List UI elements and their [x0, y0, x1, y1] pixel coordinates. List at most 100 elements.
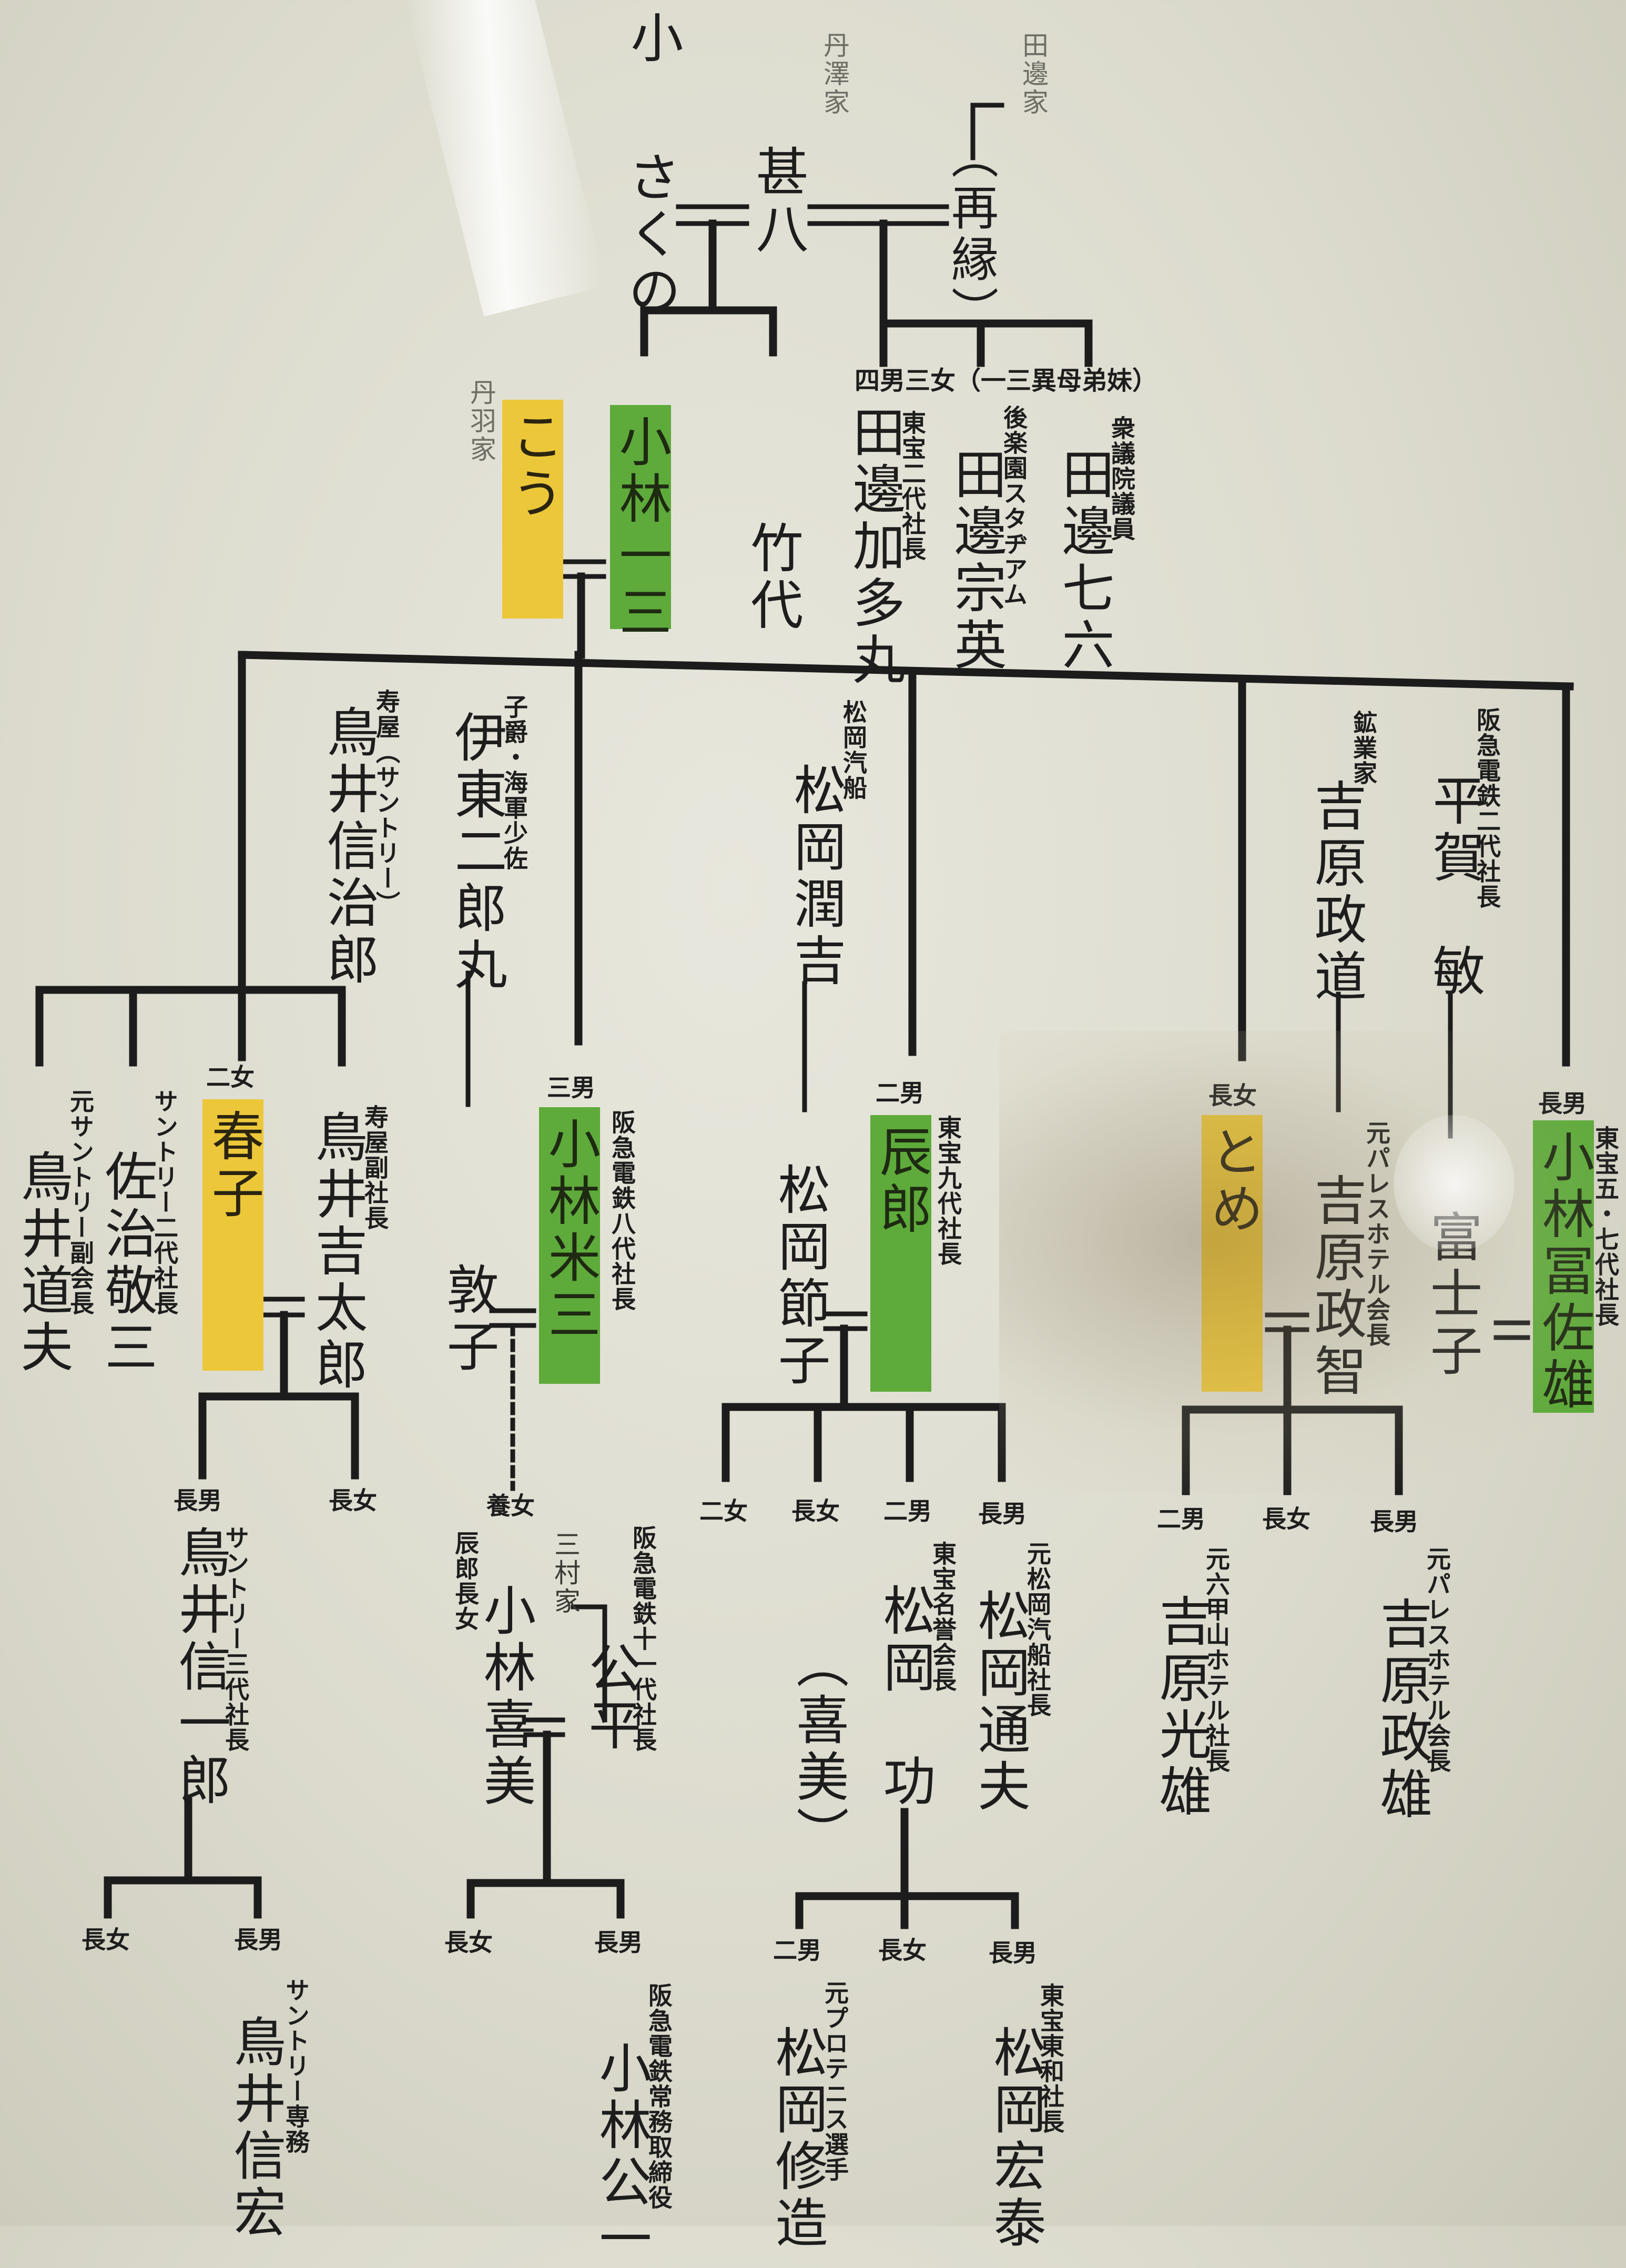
- label-eldest-son: 長男: [1538, 1089, 1587, 1118]
- label-eldest-son: 長男: [234, 1926, 282, 1954]
- person-ko: 小: [622, 11, 683, 67]
- person-matsuoka-michio: 松岡通夫: [969, 1588, 1030, 1816]
- sibling-bar: [238, 651, 1574, 691]
- label-eldest-son: 長男: [1370, 1507, 1418, 1536]
- label-second-son: 二男: [1157, 1505, 1205, 1533]
- label-eldest-daughter: 長女: [1262, 1505, 1310, 1533]
- title-former-suntory-vice-chair: 元サントリー副会長: [66, 1089, 95, 1316]
- title-toho-5th-7th-president: 東宝五・七代社長: [1591, 1126, 1620, 1328]
- label-eldest-daughter: 長女: [329, 1486, 377, 1515]
- title-kotobukiya-suntory: 寿屋（サントリー）: [372, 689, 401, 916]
- label-adopted-daughter: 養女: [486, 1492, 535, 1520]
- person-yoshihara-mitsuo: 吉原光雄: [1150, 1594, 1212, 1821]
- person-tatsuro: 辰郎: [870, 1115, 932, 1392]
- person-torii-shinjiro: 鳥井信治郎: [318, 705, 379, 989]
- person-tanabe-kataoka: 田邊加多丸: [844, 405, 905, 689]
- title-toho-9th-president: 東宝九代社長: [934, 1115, 962, 1267]
- remarriage-note: （再縁）: [943, 131, 998, 338]
- title-former-matsuoka-president: 元松岡汽船社長: [1023, 1541, 1052, 1718]
- person-matsuoka-isao: 松岡 功: [874, 1583, 936, 1810]
- person-torii-nobuhiro: 鳥井信宏: [225, 2014, 286, 2242]
- sibling-bar: [466, 1879, 625, 1919]
- title-suntory-exec: サントリー専務: [282, 1978, 310, 2154]
- title-matsuoka-steamship: 松岡汽船: [839, 700, 868, 801]
- label-eldest-daughter: 長女: [82, 1926, 130, 1954]
- person-tanabe-nanaroku: 田邊七六: [1053, 447, 1114, 674]
- title-toho-towa-president: 東宝東和社長: [1036, 1983, 1065, 2134]
- person-hiraga-satoshi: 平賀 敏: [1424, 773, 1485, 1000]
- person-tome: とめ: [1202, 1115, 1263, 1392]
- person-atsuko: 敦子: [438, 1262, 499, 1376]
- label-second-daughter: 二女: [206, 1063, 255, 1091]
- person-kohei: 公平: [580, 1641, 641, 1755]
- person-matsuoka-setsuko: 松岡節子: [769, 1162, 830, 1390]
- person-takeyo: 竹代: [741, 521, 803, 634]
- family-link: [571, 1604, 607, 1723]
- person-tanabe-soei: 田邊宗英: [945, 447, 1007, 674]
- title-suntory-2nd-president: サントリー二代社長: [150, 1089, 179, 1316]
- title-former-pro-tennis: 元プロテニス選手: [821, 1980, 849, 2182]
- title-hankyu-managing-director: 阪急電鉄常務取締役: [645, 1983, 673, 2210]
- label-eldest-daughter: 長女: [791, 1497, 840, 1525]
- note-tatsuro-eldest-daughter: 辰郎長女: [451, 1531, 480, 1632]
- person-matsuoka-junkichi: 松岡潤吉: [785, 763, 846, 990]
- title-viscount-navy: 子爵・海軍少佐: [500, 694, 529, 871]
- person-saji-keizo: 佐治敬三: [96, 1149, 157, 1376]
- label-eldest-son: 長男: [174, 1486, 222, 1515]
- half-siblings-label: 四男三女（一三異母弟妹）: [855, 366, 1158, 396]
- label-eldest-daughter: 長女: [1208, 1081, 1257, 1110]
- label-second-son: 二男: [876, 1079, 924, 1107]
- sibling-bar: [640, 306, 777, 357]
- title-rokko-hotel: 元六甲山ホテル社長: [1202, 1546, 1231, 1774]
- label-second-son: 二男: [883, 1497, 932, 1525]
- sibling-bar: [1182, 1405, 1403, 1495]
- title-toho-honorary-chair: 東宝名誉会長: [929, 1541, 957, 1693]
- person-ichizo: 小林一三: [610, 405, 672, 642]
- title-mining-family: 鉱業家: [1349, 710, 1378, 786]
- person-haruko: 春子: [202, 1099, 264, 1371]
- family-label-mimura: 三村家: [550, 1531, 581, 1616]
- family-label-tanzawa: 丹澤家: [819, 32, 850, 117]
- label-eldest-son: 長男: [978, 1500, 1027, 1528]
- title-hankyu-8th-president: 阪急電鉄八代社長: [608, 1110, 636, 1312]
- person-torii-shinichiro: 鳥井信一郎: [169, 1525, 231, 1809]
- person-tomisao: 小林冨佐雄: [1533, 1120, 1594, 1414]
- sibling-bar: [721, 1403, 1006, 1482]
- person-kou: こう: [502, 400, 564, 619]
- title-suntory-3rd-president: サントリー三代社長: [221, 1525, 250, 1753]
- person-yoshimi-paren: （喜美）: [787, 1636, 849, 1863]
- person-chohachi: 甚八: [747, 145, 808, 258]
- title-korakuen-stadium: 後楽園スタヂアム: [1000, 405, 1028, 607]
- person-ito-jiromaru: 伊東二郎丸: [445, 710, 507, 994]
- title-hankyu-2nd-president: 阪急電鉄二代社長: [1473, 707, 1501, 909]
- person-matsuoka-shuzo: 松岡修造: [766, 2025, 828, 2252]
- person-kobayashi-yoshimi: 小林喜美: [474, 1583, 536, 1810]
- person-fujiko: 富士子: [1421, 1210, 1482, 1380]
- sibling-bar: [104, 1876, 262, 1919]
- person-matsuoka-hiroyasu: 松岡宏泰: [984, 2025, 1046, 2252]
- title-hankyu-11th-president: 阪急電鉄十一代社長: [629, 1525, 657, 1753]
- family-label-tanabe: 田邊家: [1018, 32, 1049, 117]
- label-second-daughter: 二女: [699, 1497, 748, 1525]
- person-torii-kichitaro: 鳥井吉太郎: [306, 1110, 368, 1394]
- sibling-bar: [879, 319, 1093, 367]
- title-toho-2nd-president: 東宝二代社長: [898, 410, 927, 562]
- person-sakuno: さくの: [619, 150, 680, 320]
- person-yonezo: 小林米三: [539, 1107, 601, 1384]
- label-second-son: 二男: [773, 1936, 821, 1965]
- label-third-son: 三男: [547, 1074, 595, 1102]
- label-eldest-daughter: 長女: [878, 1936, 927, 1965]
- person-yoshihara-masatomo: 吉原政智: [1305, 1173, 1367, 1400]
- label-eldest-daughter: 長女: [444, 1928, 493, 1957]
- person-torii-michio: 鳥井道夫: [12, 1149, 73, 1376]
- title-house-representative: 衆議院議員: [1107, 416, 1136, 542]
- family-label-niwa: 丹羽家: [466, 379, 496, 464]
- title-palace-hotel-chair: 元パレスホテル会長: [1363, 1120, 1391, 1348]
- person-yoshihara-masao: 吉原政雄: [1371, 1596, 1432, 1824]
- label-eldest-son: 長男: [594, 1928, 643, 1957]
- sibling-bar: [198, 1392, 359, 1480]
- title-kotobukiya-vp: 寿屋副社長: [361, 1105, 389, 1231]
- person-yoshihara-masamichi: 吉原政道: [1305, 778, 1367, 1006]
- label-eldest-son: 長男: [989, 1939, 1037, 1967]
